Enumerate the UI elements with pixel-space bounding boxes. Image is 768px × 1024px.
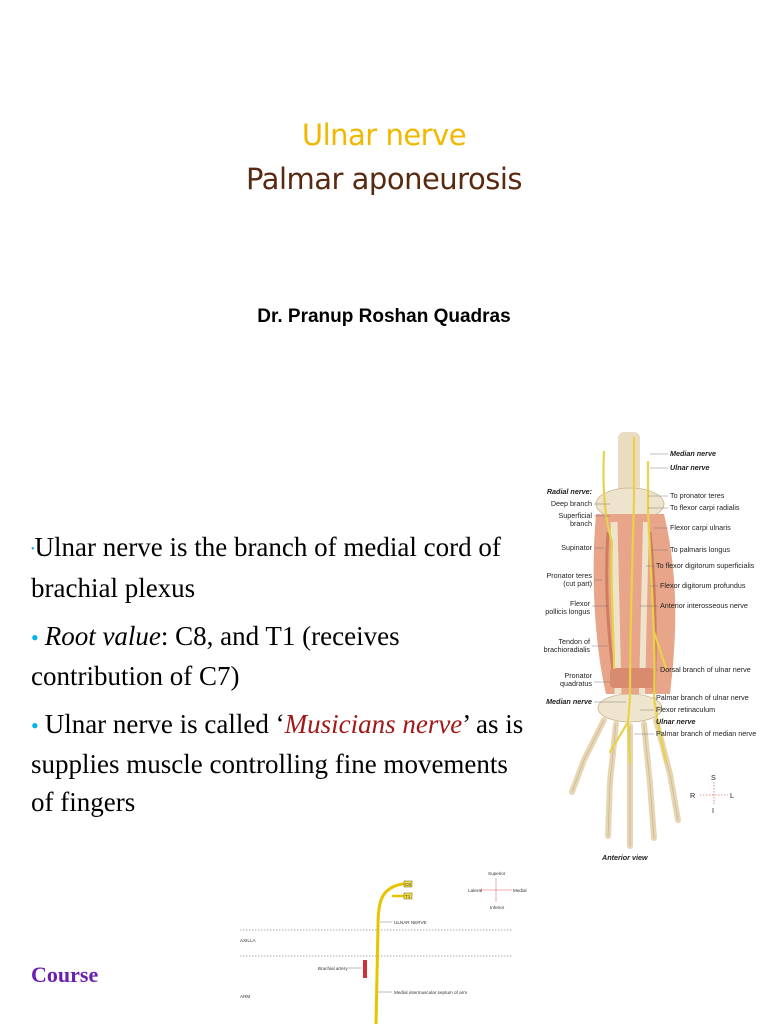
arm-label: ARM	[240, 994, 250, 999]
label-superficial-1: Superficial	[558, 511, 592, 520]
compass-lateral: Lateral	[468, 888, 482, 893]
label-deep-branch: Deep branch	[551, 499, 592, 508]
caption-anterior-view: Anterior view	[601, 853, 648, 862]
compass-s: S	[711, 773, 716, 782]
label-fpl-2: pollicis longus	[545, 607, 590, 616]
label-median-nerve: Median nerve	[670, 449, 716, 458]
label-tendon-2: brachioradialis	[544, 645, 591, 654]
ulnar-nerve-label: ULNAR NERVE	[394, 920, 427, 925]
label-superficial-2: branch	[570, 519, 592, 528]
musicians-nerve-emphasis: Musicians nerve	[284, 708, 463, 739]
radial-nerve-path	[602, 450, 614, 544]
compass-medial: Medial	[513, 888, 527, 893]
point-3-text-a: Ulnar nerve is called ‘	[44, 708, 285, 739]
label-median-nerve-lower: Median nerve	[546, 697, 592, 706]
course-heading: Course	[31, 962, 99, 987]
pronator-quadratus	[610, 668, 654, 688]
compass-l: L	[730, 791, 734, 800]
ulna-bone	[639, 521, 649, 695]
root-value-label: Root value	[44, 620, 161, 651]
label-fdp: Flexor digitorum profundus	[660, 581, 746, 590]
compass-r: R	[690, 791, 695, 800]
label-to-fcr: To flexor carpi radialis	[670, 503, 740, 512]
label-pronator-teres-2: (cut part)	[563, 579, 592, 588]
bullet-point-3: •Ulnar nerve is called ‘Musicians nerve’…	[31, 705, 531, 821]
compass-superior: Superior	[488, 871, 506, 876]
label-fpl-1: Flexor	[570, 599, 591, 608]
bullet-point-2: •Root value: C8, and T1 (receives contri…	[31, 617, 531, 695]
root-c8-box	[403, 880, 413, 888]
label-palmar-branch-median: Palmar branch of median nerve	[656, 729, 756, 738]
label-supinator: Supinator	[561, 543, 592, 552]
radius-bone	[610, 521, 622, 695]
nerve-paths	[602, 436, 668, 764]
brachial-artery-mark	[363, 960, 367, 978]
bullet-dot-icon: •	[31, 624, 39, 650]
compass-i: I	[712, 806, 714, 815]
label-tendon-1: Tendon of	[558, 637, 590, 646]
ulnar-nerve-trunk	[374, 882, 403, 1024]
point-3-text-b: ’ as is supplies muscle controlling fine…	[31, 708, 524, 817]
medial-ic-label: Medial intermuscular septum of arm	[394, 990, 467, 995]
course-compass-icon: Superior Lateral Medial Inferior	[468, 871, 527, 910]
label-ulnar-nerve: Ulnar nerve	[670, 463, 710, 472]
point-1-text: Ulnar nerve is the branch of medial cord…	[31, 532, 501, 603]
label-fcu: Flexor carpi ulnaris	[670, 523, 731, 532]
root-c8-label: C8	[405, 882, 411, 887]
label-radial-nerve: Radial nerve:	[547, 487, 593, 496]
label-dorsal-branch: Dorsal branch of ulnar nerve	[660, 665, 751, 674]
slide-subtitle: Palmar aponeurosis	[245, 162, 523, 196]
label-flexor-retinaculum: Flexor retinaculum	[656, 705, 715, 714]
orientation-compass-icon: S R L I	[690, 773, 734, 815]
label-to-palmaris: To palmaris longus	[670, 545, 730, 554]
forearm-anatomy-illustration: Median nerve Ulnar nerve To pronator ter…	[544, 432, 756, 862]
humerus-bone	[618, 432, 640, 492]
label-ant-interosseous: Anterior interosseous nerve	[660, 601, 748, 610]
ulnar-nerve-path	[646, 460, 660, 726]
point-2-text: : C8, and T1 (receives contribution of C…	[31, 620, 400, 691]
root-t1-box	[403, 892, 413, 900]
bullet-dot-icon: •	[31, 543, 35, 555]
label-to-pronator-teres: To pronator teres	[670, 491, 725, 500]
author-name: Dr. Pranup Roshan Quadras	[257, 306, 511, 327]
ulnar-nerve-course-diagram: AXILLA ARM C8 T1 ULNAR NERVE Brachial ar…	[240, 871, 527, 1024]
axilla-label: AXILLA	[240, 938, 257, 943]
brachial-artery-label: Brachial artery	[318, 966, 348, 971]
bullet-point-1: •Ulnar nerve is the branch of medial cor…	[31, 528, 531, 607]
median-nerve-path	[626, 436, 636, 724]
compass-inferior: Inferior	[490, 905, 505, 910]
label-to-fds: To flexor digitorum superficialis	[656, 561, 755, 570]
label-pq-2: quadratus	[560, 679, 592, 688]
label-pq-1: Pronator	[564, 671, 592, 680]
root-t1-label: T1	[405, 894, 411, 899]
label-ulnar-nerve-lower: Ulnar nerve	[656, 717, 696, 726]
slide-title: Ulnar nerve	[301, 118, 467, 152]
label-palmar-branch-ulnar: Palmar branch of ulnar nerve	[656, 693, 749, 702]
label-pronator-teres-1: Pronator teres	[546, 571, 592, 580]
bullet-list: •Ulnar nerve is the branch of medial cor…	[31, 528, 531, 831]
bullet-dot-icon: •	[31, 712, 39, 738]
